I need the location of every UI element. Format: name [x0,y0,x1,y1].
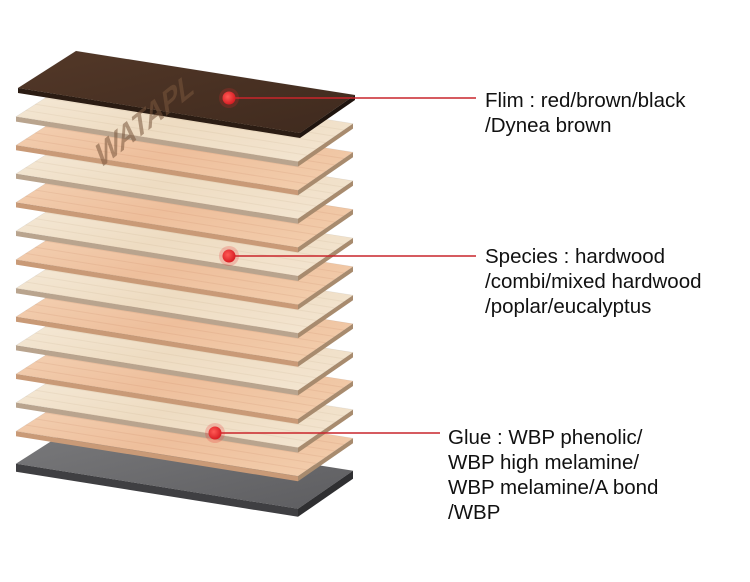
layer-edge-left [16,402,298,453]
wood-grain-line [35,246,317,293]
wood-grain-line [44,126,326,172]
layer-edge-right [298,470,353,517]
wood-grain-line [25,338,308,385]
layer-edge-left [16,259,298,310]
wood-grain-line [25,310,308,356]
layer-edge-right [300,95,355,138]
wood-grain-line [44,355,326,401]
layer-edge-left [16,173,298,224]
wood-grain-line [44,412,326,458]
wood-grain-line [35,160,317,207]
layer-edge-right [298,209,353,253]
species-callout-line-2: /combi/mixed hardwood [485,270,702,293]
wood-grain-line [44,269,326,315]
wood-grain-line [44,212,326,258]
layer-face [17,50,356,134]
layer-edge-left [16,231,298,281]
wood-grain-line [35,103,317,150]
layer-edge-right [298,295,353,339]
layer-edge-right [298,352,353,396]
glue-callout-line-1: Glue : WBP phenolic/ [448,426,643,449]
species-marker-dot [222,249,236,263]
wood-grain-line [25,367,308,414]
wood-grain-line [35,389,317,436]
wood-grain-line [35,361,317,407]
film-callout: Flim : red/brown/black /Dynea brown [485,88,686,138]
layer-edge-right [298,323,353,367]
layer-edge-left [16,463,298,517]
wood-grain-line [25,252,308,299]
wood-grain-line [25,167,308,213]
layer-edge-left [16,116,298,167]
layer-edge-right [298,438,353,482]
glue-callout: Glue : WBP phenolic/ WBP high melamine/ … [448,425,658,525]
wood-grain-line [44,326,326,372]
wood-grain-line [44,154,326,201]
layer-edge-left [16,145,298,196]
layer-edge-left [16,374,298,424]
wood-grain-line [25,195,308,242]
wood-grain-line [44,97,326,144]
wood-grain-line [25,424,308,471]
wood-grain-line [25,109,308,156]
wood-grain-line [44,240,326,287]
species-callout-line-3: /poplar/eucalyptus [485,295,652,318]
layer-edge-right [298,409,353,453]
layer-edge-right [298,238,353,281]
layer-edge-left [16,288,298,339]
layer-edge-left [16,431,298,482]
layer-edge-right [298,180,353,224]
glue-callout-line-4: /WBP [448,501,501,524]
wood-grain-line [44,297,326,344]
wood-grain-line [25,224,308,271]
wood-grain-line [35,132,317,179]
glue-callout-line-3: WBP melamine/A bond [448,476,659,499]
layer-edge-left [18,88,300,138]
wood-grain-line [25,138,308,185]
species-callout-line-1: Species : hardwood [485,245,666,268]
layer-edge-right [298,123,353,167]
wood-grain-line [35,189,317,236]
layer-edge-left [16,316,298,367]
wood-grain-line [25,281,308,328]
species-callout: Species : hardwood /combi/mixed hardwood… [485,244,702,319]
wood-grain-line [35,275,317,322]
leader-lines [205,88,476,443]
glue-marker-dot [208,426,222,440]
wood-grain-line [35,303,317,350]
layer-edge-left [16,202,298,253]
film-callout-line-1: Flim : red/brown/black [485,89,686,112]
wood-grain-line [35,332,317,379]
film-callout-line-2: /Dynea brown [485,114,612,137]
wood-grain-line [44,183,326,229]
layer-stack: WATAPL [15,50,356,517]
layer-edge-right [298,266,353,310]
layer-edge-right [298,381,353,424]
glue-callout-line-2: WBP high melamine/ [448,451,640,474]
layer-edge-left [16,345,298,396]
film-marker-dot [222,91,236,105]
layer-edge-right [298,152,353,196]
wood-grain-line [35,418,317,465]
wood-grain-line [44,383,326,430]
